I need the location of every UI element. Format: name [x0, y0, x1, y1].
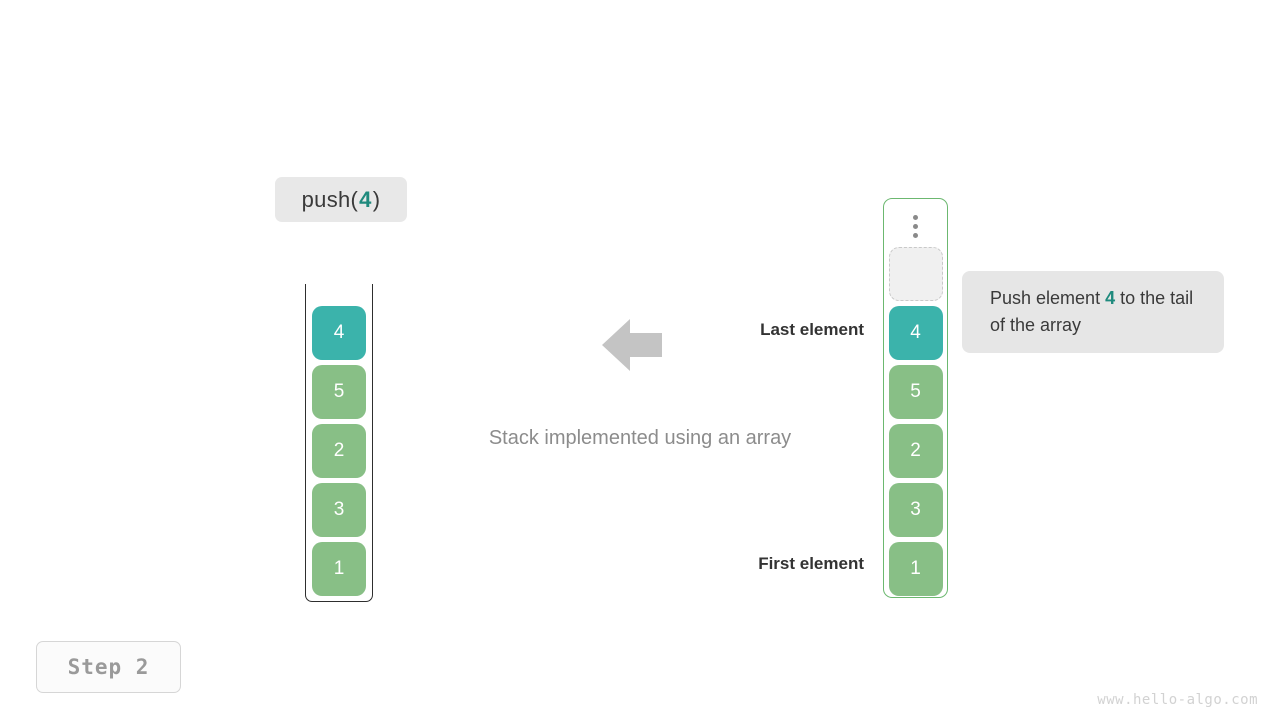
step-badge: Step 2 — [36, 641, 181, 693]
label-last-element: Last element — [760, 320, 864, 339]
vertical-ellipsis-icon — [884, 212, 947, 240]
callout-box: Push element 4 to the tail of the array — [962, 271, 1224, 353]
stack-cell-3: 3 — [312, 483, 366, 537]
watermark: www.hello-algo.com — [1097, 692, 1258, 708]
operation-label: push(4) — [275, 177, 407, 222]
arrow-left-icon — [602, 319, 662, 371]
callout-text-after: to the tail of the array — [990, 288, 1194, 335]
array-slot-4: 3 — [888, 483, 943, 537]
stack-cell-4: 1 — [312, 542, 366, 596]
callout-highlight-value: 4 — [1105, 288, 1116, 308]
array-slot-3: 2 — [888, 424, 943, 478]
diagram-caption: Stack implemented using an array — [488, 427, 792, 449]
array-slot-1: 4 — [888, 306, 943, 360]
array-slot-2: 5 — [888, 365, 943, 419]
label-first-element: First element — [758, 554, 864, 573]
operation-suffix: ) — [372, 186, 381, 212]
operation-argument: 4 — [359, 186, 372, 212]
operation-prefix: push( — [301, 186, 359, 212]
stack-cell-2: 2 — [312, 424, 366, 478]
stack-cell-1: 5 — [312, 365, 366, 419]
stack-cell-0: 4 — [312, 306, 366, 360]
array-slot-5: 1 — [888, 542, 943, 596]
array-slot-0 — [888, 247, 943, 301]
callout-text-before: Push element — [990, 288, 1106, 308]
